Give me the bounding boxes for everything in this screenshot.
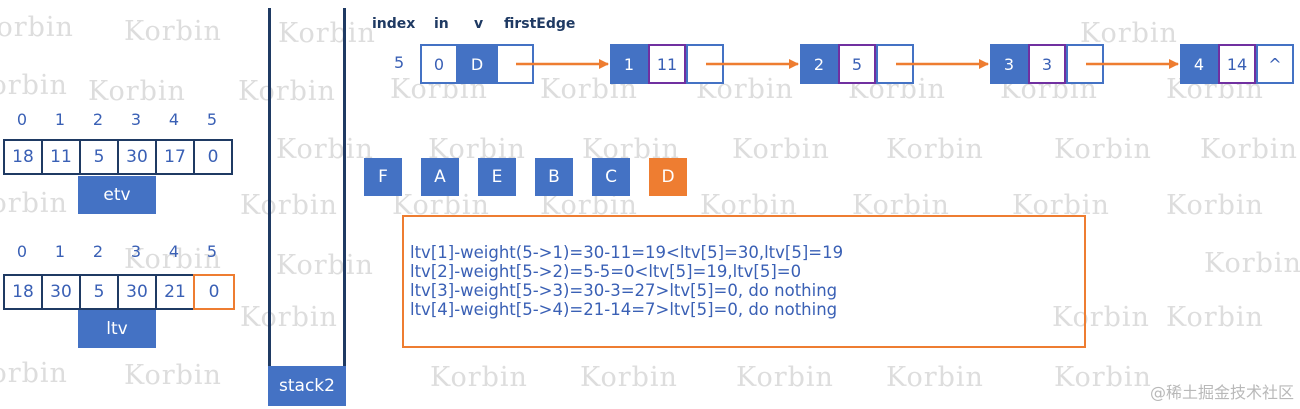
- watermark: Korbin: [580, 362, 678, 393]
- watermark: Korbin: [1166, 302, 1264, 333]
- watermark: Korbin: [886, 362, 984, 393]
- etv-label: etv: [78, 176, 156, 214]
- ltv-cell-highlighted: 0: [193, 274, 235, 310]
- edge-adjvex: 4: [1180, 44, 1218, 84]
- ltv-cell: 21: [155, 274, 195, 310]
- edge-adjvex: 1: [610, 44, 648, 84]
- watermark: Korbin: [276, 250, 374, 281]
- watermark: Korbin: [1054, 134, 1152, 165]
- calculation-box: ltv[1]-weight(5->1)=30-11=19<ltv[5]=30,l…: [402, 215, 1086, 348]
- edge-weight: 5: [838, 44, 876, 84]
- vertex-index: 5: [394, 53, 405, 72]
- ltv-index: 3: [130, 242, 142, 261]
- etv-index: 4: [168, 110, 180, 129]
- edge-node: 2 5: [800, 44, 914, 84]
- edge-weight: 11: [648, 44, 686, 84]
- vertex-in: 0: [420, 44, 458, 84]
- watermark: Korbin: [0, 188, 68, 219]
- calculation-line: ltv[2]-weight[5->2)=5-5=0<ltv[5]=19,ltv[…: [410, 262, 802, 281]
- watermark: Korbin: [1204, 248, 1300, 279]
- ltv-index: 5: [206, 242, 218, 261]
- etv-array: 18 11 5 30 17 0: [3, 139, 233, 175]
- ltv-index: 4: [168, 242, 180, 261]
- etv-cell: 11: [41, 139, 81, 175]
- edge-node: 3 3: [990, 44, 1104, 84]
- ltv-label: ltv: [78, 310, 156, 348]
- stack-item: B: [535, 158, 573, 196]
- watermark: Korbin: [278, 18, 376, 49]
- ltv-cell: 18: [3, 274, 43, 310]
- vertex-v: D: [458, 44, 496, 84]
- corner-watermark: @稀土掘金技术社区: [1149, 383, 1294, 402]
- etv-indices: 0 1 2 3 4 5: [3, 110, 233, 130]
- etv-index: 3: [130, 110, 142, 129]
- watermark: Korbin: [1166, 190, 1264, 221]
- watermark: Korbin: [1052, 302, 1150, 333]
- watermark: Korbin: [0, 12, 74, 43]
- watermark: Korbin: [88, 76, 186, 107]
- stack-item: A: [421, 158, 459, 196]
- ltv-index: 1: [54, 242, 66, 261]
- edge-adjvex: 3: [990, 44, 1028, 84]
- edge-node: 4 14 ^: [1180, 44, 1294, 84]
- edge-next-null: ^: [1256, 44, 1294, 84]
- ltv-index: 2: [92, 242, 104, 261]
- edge-weight: 3: [1028, 44, 1066, 84]
- ltv-cell: 30: [41, 274, 81, 310]
- stack2-left-wall: [268, 8, 271, 368]
- calculation-line: ltv[1]-weight(5->1)=30-11=19<ltv[5]=30,l…: [410, 243, 844, 262]
- header-v: v: [474, 16, 484, 32]
- edge-adjvex: 2: [800, 44, 838, 84]
- watermark: Korbin: [732, 134, 830, 165]
- edge-weight: 14: [1218, 44, 1256, 84]
- ltv-cell: 30: [117, 274, 157, 310]
- etv-index: 2: [92, 110, 104, 129]
- stack-item: C: [592, 158, 630, 196]
- watermark: Korbin: [240, 190, 338, 221]
- watermark: Korbin: [240, 302, 338, 333]
- stack2-label: stack2: [268, 366, 346, 406]
- etv-index: 5: [206, 110, 218, 129]
- watermark: Korbin: [238, 76, 336, 107]
- ltv-index: 0: [16, 242, 28, 261]
- header-in: in: [434, 16, 449, 32]
- etv-cell: 18: [3, 139, 43, 175]
- calculation-line: ltv[3]-weight[5->3)=30-3=27>ltv[5]=0, do…: [410, 281, 838, 300]
- etv-index: 0: [16, 110, 28, 129]
- watermark: Korbin: [124, 244, 222, 275]
- ltv-indices: 0 1 2 3 4 5: [3, 242, 233, 262]
- watermark: Korbin: [1080, 18, 1178, 49]
- stack-item: F: [364, 158, 402, 196]
- watermark: Korbin: [0, 70, 68, 101]
- header-first-edge: firstEdge: [504, 16, 576, 32]
- watermark: Korbin: [1200, 134, 1298, 165]
- ltv-array: 18 30 5 30 21 0: [3, 274, 235, 310]
- watermark: Korbin: [276, 134, 374, 165]
- etv-cell: 17: [155, 139, 195, 175]
- watermark: Korbin: [736, 362, 834, 393]
- watermark: Korbin: [886, 134, 984, 165]
- watermark: Korbin: [0, 358, 68, 389]
- etv-index: 1: [54, 110, 66, 129]
- etv-cell: 30: [117, 139, 157, 175]
- stack-item: E: [478, 158, 516, 196]
- calculation-line: ltv[4]-weight[5->4)=21-14=7>ltv[5]=0, do…: [410, 300, 838, 319]
- etv-cell: 0: [193, 139, 233, 175]
- header-index: index: [372, 16, 416, 32]
- watermark: Korbin: [430, 362, 528, 393]
- stack2-right-wall: [343, 8, 346, 368]
- watermark: Korbin: [124, 16, 222, 47]
- watermark: Korbin: [1054, 362, 1152, 393]
- stack-item-current: D: [649, 158, 687, 196]
- watermark: Korbin: [124, 360, 222, 391]
- vertex-node: 0 D: [420, 44, 534, 84]
